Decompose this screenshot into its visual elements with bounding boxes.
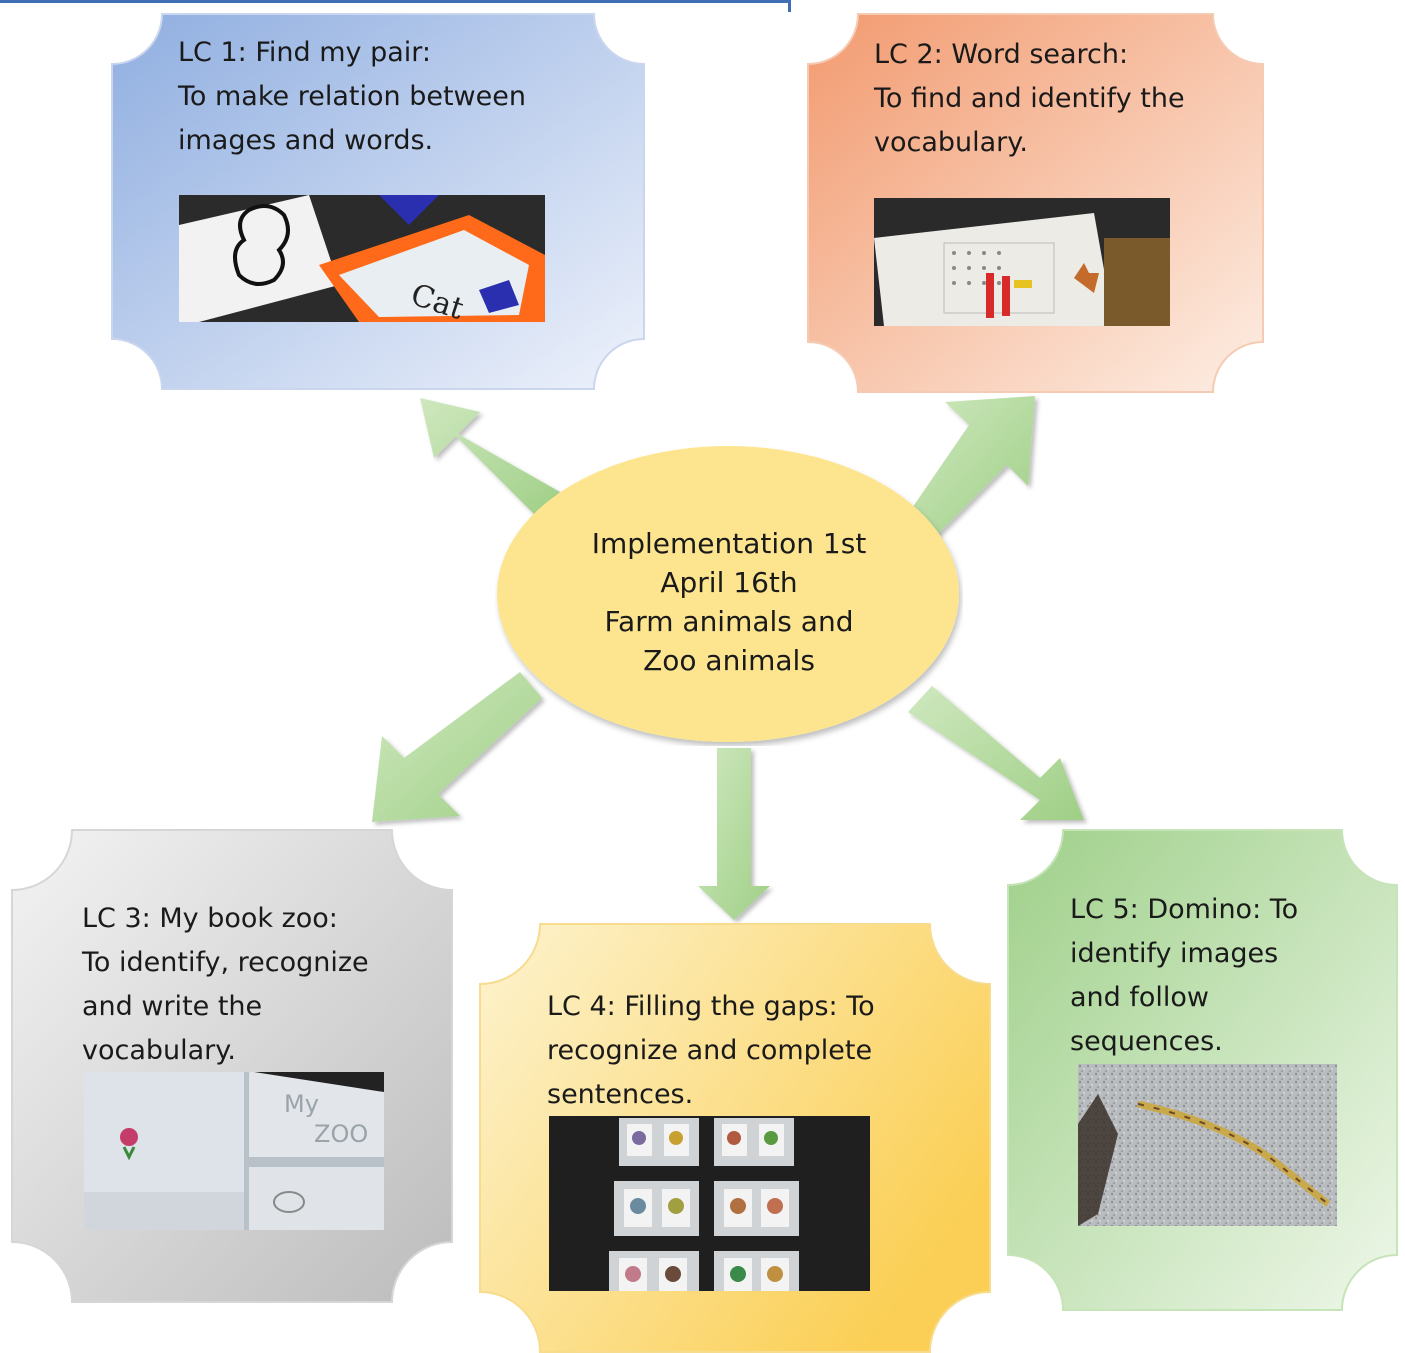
photo-label-my: My xyxy=(284,1090,319,1118)
photo-filling-the-gaps xyxy=(549,1116,870,1291)
card-title: LC 3: My book zoo: xyxy=(82,903,338,934)
photo-my-book-zoo: My ZOO xyxy=(84,1072,384,1230)
card-line: and write the xyxy=(82,991,263,1022)
card-line: To find and identify the xyxy=(874,83,1185,114)
card-line: images and words. xyxy=(178,125,434,156)
card-lc2: LC 2: Word search: To find and identify … xyxy=(807,13,1264,393)
card-line: vocabulary. xyxy=(82,1035,236,1066)
top-border-tick xyxy=(788,0,791,12)
card-lc4: LC 4: Filling the gaps: To recognize and… xyxy=(479,923,991,1353)
card-line: recognize and complete xyxy=(547,1035,873,1066)
card-text: LC 3: My book zoo: To identify, recogniz… xyxy=(82,897,369,1073)
arrow-up-right-icon xyxy=(908,396,1035,538)
arrow-down-right-icon xyxy=(908,686,1084,820)
card-text: LC 1: Find my pair: To make relation bet… xyxy=(178,31,526,163)
card-line: sequences. xyxy=(1070,1026,1223,1057)
card-title: LC 4: Filling the gaps: To xyxy=(547,991,875,1022)
card-line: and follow xyxy=(1070,982,1210,1013)
card-lc5: LC 5: Domino: To identify images and fol… xyxy=(1007,829,1398,1311)
card-line: vocabulary. xyxy=(874,127,1028,158)
center-line: Implementation 1st xyxy=(591,527,867,560)
center-node: Implementation 1st April 16th Farm anima… xyxy=(495,446,963,746)
card-lc1: LC 1: Find my pair: To make relation bet… xyxy=(111,13,645,390)
card-line: identify images xyxy=(1070,938,1279,969)
card-title: LC 5: Domino: To xyxy=(1070,894,1299,925)
card-text: LC 4: Filling the gaps: To recognize and… xyxy=(547,985,875,1117)
top-border-line xyxy=(0,0,790,3)
photo-word-search xyxy=(874,198,1170,326)
arrow-down-icon xyxy=(698,748,770,920)
center-ellipse xyxy=(497,446,959,742)
photo-label-zoo: ZOO xyxy=(314,1120,368,1148)
center-line: Zoo animals xyxy=(643,644,815,677)
photo-find-my-pair: Cat xyxy=(179,195,545,322)
card-text: LC 2: Word search: To find and identify … xyxy=(874,33,1185,165)
photo-domino xyxy=(1078,1064,1337,1226)
card-text: LC 5: Domino: To identify images and fol… xyxy=(1070,888,1298,1064)
card-line: sentences. xyxy=(547,1079,694,1110)
center-line: Farm animals and xyxy=(604,605,854,638)
card-line: To make relation between xyxy=(178,81,526,112)
card-line: To identify, recognize xyxy=(82,947,369,978)
arrow-up-left-icon xyxy=(420,398,560,516)
card-title: LC 2: Word search: xyxy=(874,39,1129,70)
card-lc3: LC 3: My book zoo: To identify, recogniz… xyxy=(11,829,453,1303)
arrow-down-left-icon xyxy=(372,672,542,822)
center-text: Implementation 1st April 16th Farm anima… xyxy=(495,524,963,680)
card-title: LC 1: Find my pair: xyxy=(178,37,432,68)
center-line: April 16th xyxy=(660,566,798,599)
